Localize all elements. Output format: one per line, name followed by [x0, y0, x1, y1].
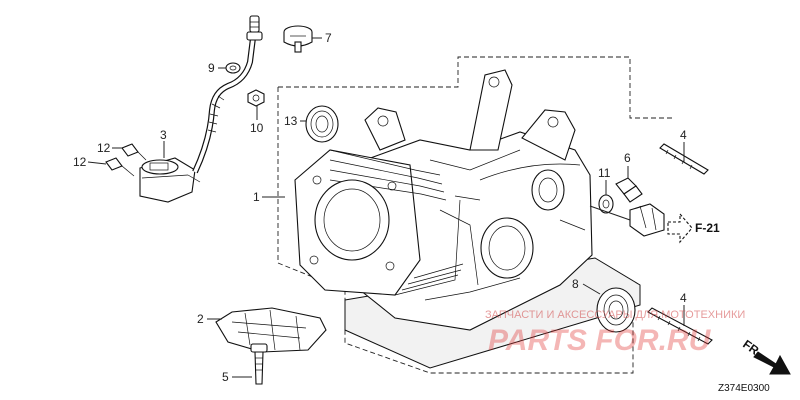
- callout-12-lower: 12: [73, 155, 87, 169]
- callout-9: 9: [208, 61, 215, 75]
- callout-13: 13: [284, 114, 298, 128]
- callout-5: 5: [222, 370, 229, 384]
- reference-label: F-21: [695, 221, 720, 235]
- governor-link: [629, 203, 665, 237]
- callout-2: 2: [197, 312, 204, 326]
- nut-10: [247, 89, 265, 107]
- clamp-7: [283, 25, 313, 53]
- callout-6: 6: [624, 151, 631, 165]
- callout-numbers: 1 2 3 4 4 5 6 7 8 9 10 11 12 12 13: [73, 31, 687, 384]
- bearing-13: [305, 105, 339, 143]
- callout-11: 11: [598, 166, 611, 180]
- washer-9: [225, 62, 241, 74]
- plug-bolt-6: [615, 177, 643, 203]
- reference-arrow-f21: F-21: [667, 212, 720, 244]
- front-direction-indicator: FR.: [740, 337, 791, 375]
- probe-stud: [246, 15, 263, 41]
- wire-harness: [192, 29, 257, 174]
- bolts-12: [105, 143, 147, 177]
- bolt-5: [250, 343, 268, 385]
- oil-seal-8: [596, 287, 636, 333]
- callout-1: 1: [253, 190, 260, 204]
- callout-10: 10: [250, 121, 264, 135]
- leader-lines: [87, 37, 685, 378]
- diagram-code: Z374E0300: [718, 383, 770, 394]
- stud-4-lower: [647, 307, 713, 345]
- callout-4-lower: 4: [680, 291, 687, 305]
- callout-8: 8: [572, 277, 579, 291]
- watermark-text: ЗАПЧАСТИ И АКСЕССУАРЫ ДЛЯ МОТОТЕХНИКИ: [485, 309, 745, 321]
- sensor-unit: [139, 157, 201, 203]
- cylinder-block: [294, 69, 641, 369]
- callout-12-upper: 12: [97, 141, 111, 155]
- callout-7: 7: [325, 31, 332, 45]
- watermark: ЗАПЧАСТИ И АКСЕССУАРЫ ДЛЯ МОТОТЕХНИКИ PA…: [485, 309, 745, 357]
- oil-cover: [215, 307, 327, 353]
- watermark-logo: PARTS FOR.RU: [488, 324, 712, 357]
- callout-4-upper: 4: [680, 128, 687, 142]
- callout-3: 3: [160, 128, 167, 142]
